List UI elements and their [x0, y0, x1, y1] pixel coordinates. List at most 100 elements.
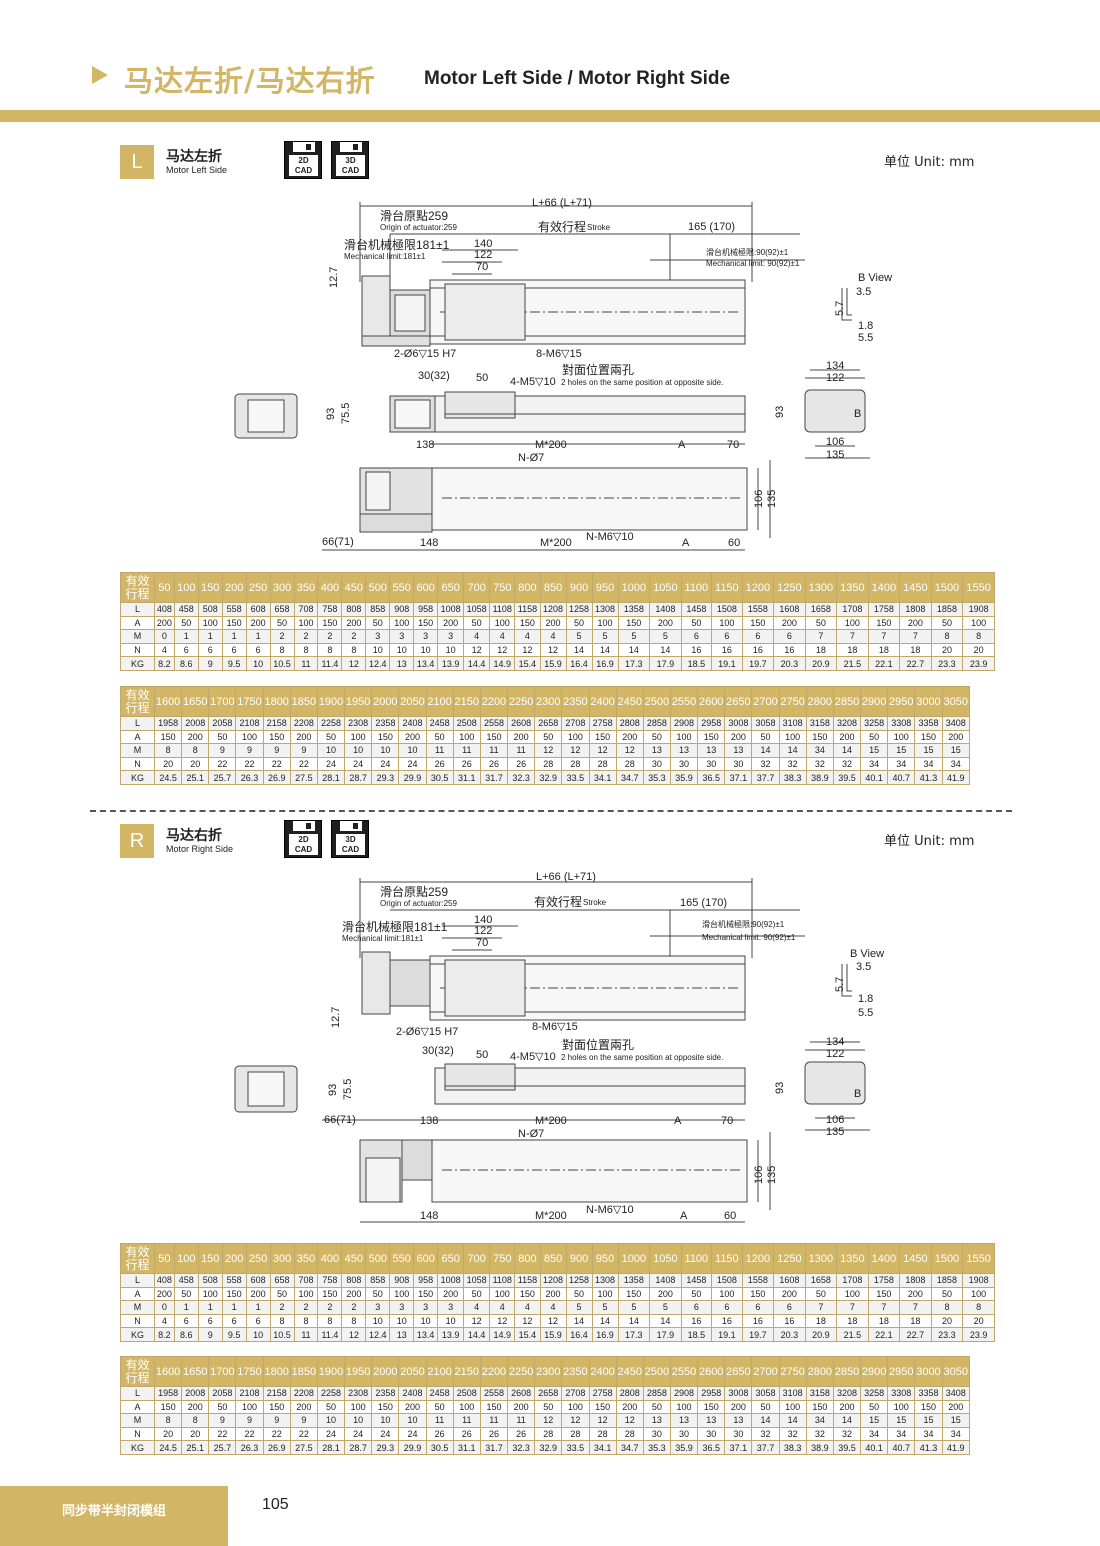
header-divider [0, 110, 1100, 122]
stroke-header-cell: 1400 [867, 1243, 901, 1274]
table-cell: 30 [697, 1426, 726, 1442]
table-cell: 4 [539, 1300, 567, 1315]
table-cell: 3408 [941, 1386, 971, 1401]
table-cell: 100 [669, 729, 699, 745]
stroke-header-cell: 1550 [962, 572, 995, 603]
table-cell: 15.4 [514, 656, 541, 671]
table-cell: 6 [680, 629, 713, 644]
stroke-header-cell: 2000 [371, 1356, 400, 1387]
stroke-header-cell: 1450 [899, 572, 932, 603]
table-cell: 14 [591, 1313, 619, 1329]
stroke-header-cell: 2650 [724, 1356, 753, 1387]
table-cell: 100 [389, 1286, 415, 1302]
table-cell: 50 [534, 729, 563, 745]
table-cell: 18 [836, 642, 869, 658]
stroke-header-cell: 50 [154, 1243, 175, 1274]
table-cell: 50 [860, 729, 889, 745]
stroke-label-cn: 有效行程 [538, 220, 587, 234]
stroke-header-cell: 150 [197, 572, 223, 603]
table-cell: 25.1 [181, 770, 210, 785]
table-cell: 3008 [724, 716, 753, 731]
b-view-label: B View [858, 272, 893, 284]
table-cell: 12.4 [365, 1327, 391, 1342]
stroke-header-cell: 2750 [778, 686, 807, 717]
table-cell: 20 [962, 1313, 995, 1329]
row-label: KG [120, 770, 155, 785]
table-cell: 34 [805, 1413, 834, 1428]
stroke-header-cell: 1400 [867, 572, 901, 603]
table-cell: 1458 [680, 1273, 713, 1288]
table-cell: 1858 [930, 602, 964, 617]
table-cell: 13 [724, 743, 753, 758]
dim-50: 50 [476, 1049, 489, 1061]
table-cell: 28.7 [344, 770, 373, 785]
table-cell: 39.5 [832, 770, 862, 785]
cad-label: 2D [298, 156, 309, 165]
stroke-header-cell: 1900 [316, 686, 346, 717]
table-cell: 5 [591, 1300, 619, 1315]
table-cell: 11 [507, 743, 536, 758]
table-cell: 13 [642, 1413, 671, 1428]
dim-122: 122 [474, 925, 493, 937]
table-cell: 20 [930, 1313, 964, 1329]
table-cell: 15.4 [514, 1327, 541, 1342]
table-cell: 34.1 [588, 1440, 617, 1455]
opposite-holes-cn: 對面位置兩孔 [562, 363, 635, 377]
table-cell: 34.7 [615, 770, 644, 785]
table-cell: 9 [197, 1327, 223, 1342]
table-cell: 22.7 [899, 656, 932, 671]
table-cell: 200 [539, 615, 567, 631]
table-cell: 200 [181, 729, 210, 745]
table-cell: 2758 [588, 1386, 617, 1401]
stroke-header-cell: 300 [269, 1243, 295, 1274]
table-cell: 100 [962, 1286, 995, 1302]
table-cell: 1958 [153, 716, 183, 731]
table-cell: 26 [425, 756, 454, 772]
table-cell: 50 [463, 1286, 491, 1302]
table-cell: 22 [235, 1426, 264, 1442]
dim-135: 135 [766, 489, 778, 508]
table-cell: 34 [914, 756, 943, 772]
table-cell: 32 [778, 756, 807, 772]
table-cell: 12 [561, 1413, 590, 1428]
stroke-header-cell: 1050 [649, 1243, 682, 1274]
stroke-header-cell: 2100 [425, 686, 454, 717]
table-cell: 37.7 [751, 770, 780, 785]
table-cell: 200 [154, 615, 175, 631]
hole-spec-3: 4-M5▽10 [510, 376, 556, 388]
table-cell: 25.1 [181, 1440, 210, 1455]
table-cell: 150 [413, 615, 439, 631]
table-cell: 6 [245, 1313, 271, 1329]
drawing-motor-right: L+66 (L+71) 滑台原點259 Origin of actuator:2… [230, 868, 884, 1258]
table-cell: 150 [588, 729, 617, 745]
table-cell: 200 [398, 729, 427, 745]
table-cell: 6 [197, 642, 223, 658]
table-cell: 100 [887, 729, 916, 745]
row-label: L [120, 602, 155, 617]
table-cell: 13.4 [413, 1327, 439, 1342]
table-cell: 50 [751, 729, 780, 745]
table-cell: 19.7 [741, 656, 775, 671]
stroke-header-cell: 800 [514, 1243, 541, 1274]
table-cell: 100 [561, 1399, 590, 1415]
table-cell: 150 [741, 615, 775, 631]
table-cell: 34 [914, 1426, 943, 1442]
table-cell: 4 [514, 629, 541, 644]
table-cell: 12 [514, 642, 541, 658]
table-cell: 808 [341, 1273, 367, 1288]
stroke-header-cell: 2600 [697, 686, 726, 717]
opposite-holes-en: 2 holes on the same position at opposite… [561, 1053, 724, 1062]
table-cell: 50 [930, 1286, 964, 1302]
table-cell: 11 [479, 1413, 509, 1428]
table-cell: 908 [389, 602, 415, 617]
table-cell: 2558 [479, 1386, 509, 1401]
table-cell: 558 [221, 1273, 247, 1288]
table-cell: 22.1 [867, 656, 901, 671]
stroke-header-cell: 1550 [962, 1243, 995, 1274]
